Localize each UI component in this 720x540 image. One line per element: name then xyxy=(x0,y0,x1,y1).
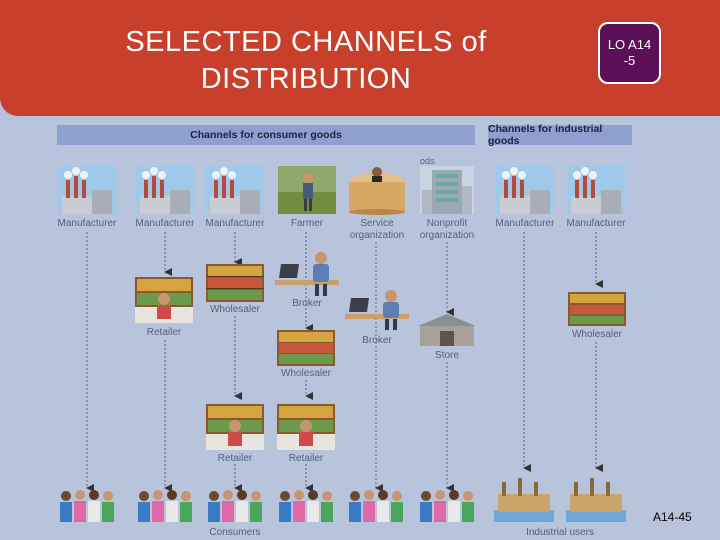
manufacturer-5-label: Manufacturer xyxy=(561,218,631,230)
retailer-2-label: Retailer xyxy=(200,453,270,465)
wholesaler-2-label: Wholesaler xyxy=(271,368,341,380)
broker-2-icon xyxy=(345,290,409,330)
retailer-2-icon xyxy=(206,404,264,450)
nonprofit-organization-label-line-2: organization xyxy=(411,230,483,242)
manufacturer-4-label: Manufacturer xyxy=(490,218,560,230)
wholesaler-1-label: Wholesaler xyxy=(200,304,270,316)
slide-number: A14-45 xyxy=(653,510,692,524)
retailer-3-label: Retailer xyxy=(271,453,341,465)
industrial-users-label: Industrial users xyxy=(520,527,600,539)
manufacturer-2-icon xyxy=(136,166,194,214)
wholesaler-2-icon xyxy=(277,330,335,366)
nonprofit-organization-label-line-1: Nonprofit xyxy=(411,218,483,230)
service-organization-label-line-1: Service xyxy=(341,218,413,230)
wholesaler-industrial-label: Wholesaler xyxy=(561,329,633,341)
consumers-3-icon xyxy=(206,490,264,522)
nonprofit-organization-label: Nonprofit organization xyxy=(411,218,483,242)
nonprofit-organization-icon xyxy=(420,166,474,214)
manufacturer-3-icon xyxy=(206,166,264,214)
industrial-users-1-icon xyxy=(494,476,554,522)
store-label: Store xyxy=(412,350,482,362)
manufacturer-1-icon xyxy=(58,166,116,214)
manufacturer-4-icon xyxy=(496,166,554,214)
industrial-users-2-icon xyxy=(566,476,626,522)
broker-1-label: Broker xyxy=(272,298,342,310)
retailer-1-icon xyxy=(135,277,193,323)
service-organization-label-line-2: organization xyxy=(341,230,413,242)
retailer-1-label: Retailer xyxy=(129,327,199,339)
consumers-5-icon xyxy=(347,490,405,522)
consumers-label: Consumers xyxy=(200,527,270,539)
store-icon xyxy=(418,314,476,346)
manufacturer-5-icon xyxy=(567,166,625,214)
manufacturer-1-label: Manufacturer xyxy=(52,218,122,230)
farmer-icon xyxy=(278,166,336,214)
consumers-6-icon xyxy=(418,490,476,522)
farmer-label: Farmer xyxy=(272,218,342,230)
consumers-2-icon xyxy=(136,490,194,522)
consumers-4-icon xyxy=(277,490,335,522)
service-organization-icon xyxy=(346,166,408,214)
wholesaler-industrial-icon xyxy=(568,292,626,326)
wholesaler-1-icon xyxy=(206,264,264,302)
broker-1-icon xyxy=(275,250,339,296)
retailer-3-icon xyxy=(277,404,335,450)
service-organization-label: Service organization xyxy=(341,218,413,242)
broker-2-label: Broker xyxy=(342,335,412,347)
manufacturer-3-label: Manufacturer xyxy=(200,218,270,230)
consumers-1-icon xyxy=(58,490,116,522)
manufacturer-2-label: Manufacturer xyxy=(130,218,200,230)
